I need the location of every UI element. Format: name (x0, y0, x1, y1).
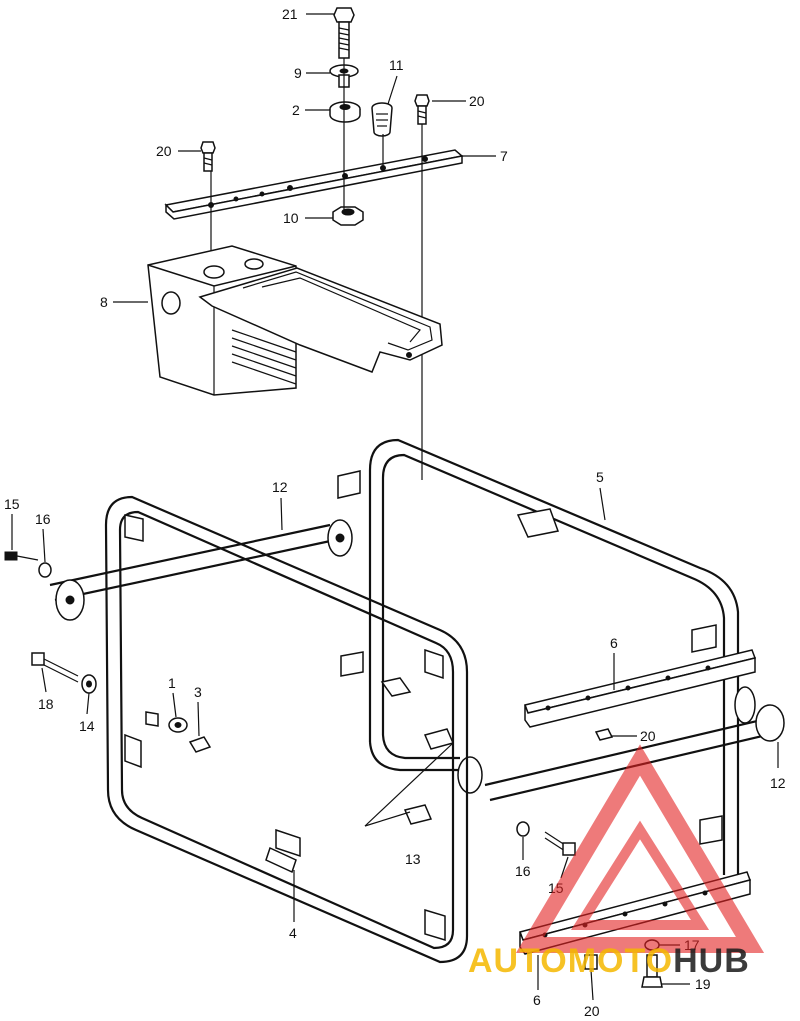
front-frame-4 (104, 495, 469, 964)
nut-1 (168, 717, 188, 733)
watermark-hub: HUB (673, 942, 750, 980)
callout-20-top-right: 20 (469, 93, 485, 109)
callout-10: 10 (283, 210, 299, 226)
callout-20-bottom: 20 (584, 1003, 600, 1019)
watermark-auto: AUTO (468, 942, 568, 980)
bolt-21 (333, 7, 355, 59)
callout-13: 13 (405, 851, 421, 867)
callout-6-lower: 6 (533, 992, 541, 1008)
nut-10 (332, 206, 364, 226)
rubber-mount-2 (329, 101, 361, 123)
callout-3: 3 (194, 684, 202, 700)
bolt-20-mid (594, 728, 614, 741)
washer-14 (81, 674, 97, 694)
callout-12-left: 12 (272, 479, 288, 495)
cap-11 (371, 102, 393, 137)
callout-labels: 21 9 11 2 20 20 7 10 8 5 12 15 16 18 14 … (4, 6, 786, 1019)
callout-2: 2 (292, 102, 300, 118)
callout-9: 9 (294, 65, 302, 81)
callout-18: 18 (38, 696, 54, 712)
callout-14: 14 (79, 718, 95, 734)
watermark-logo (515, 744, 765, 953)
callout-5: 5 (596, 469, 604, 485)
watermark-moto: MOTO (568, 942, 673, 980)
callout-11: 11 (389, 57, 404, 73)
callout-7: 7 (500, 148, 508, 164)
bolt-19 (641, 954, 663, 988)
bolt-20-top-left (200, 141, 216, 172)
callout-15-left: 15 (4, 496, 20, 512)
callout-8: 8 (100, 294, 108, 310)
callout-4: 4 (289, 925, 297, 941)
bolt-15-right (544, 831, 576, 856)
battery-case-8 (147, 245, 443, 396)
callout-12-right: 12 (770, 775, 786, 791)
callout-19: 19 (695, 976, 711, 992)
watermark-text: AUTOMOTOHUB (468, 942, 750, 980)
washer-16-left (38, 562, 52, 578)
callout-1: 1 (168, 675, 176, 691)
callout-6-upper: 6 (610, 635, 618, 651)
washer-16-right (516, 821, 530, 837)
rear-frame-5 (337, 438, 740, 880)
clip-13 (403, 728, 455, 825)
callout-16-left: 16 (35, 511, 51, 527)
callout-21: 21 (282, 6, 298, 22)
callout-16-right: 16 (515, 863, 531, 879)
bolt-20-bottom (584, 954, 598, 970)
cross-tube-12 (49, 519, 785, 802)
collar-3 (188, 736, 212, 753)
svg-text:AUTOMOTOHUB: AUTOMOTOHUB (468, 942, 750, 980)
side-rail-6-upper (524, 649, 756, 728)
bolt-15-left (4, 551, 39, 561)
bolt-18 (31, 652, 79, 683)
callout-20-mid: 20 (640, 728, 656, 744)
callout-20-top-left: 20 (156, 143, 172, 159)
mounting-plate-7 (164, 149, 464, 220)
leader-lines (11, 13, 779, 1001)
bolt-20-top-right (414, 94, 430, 125)
